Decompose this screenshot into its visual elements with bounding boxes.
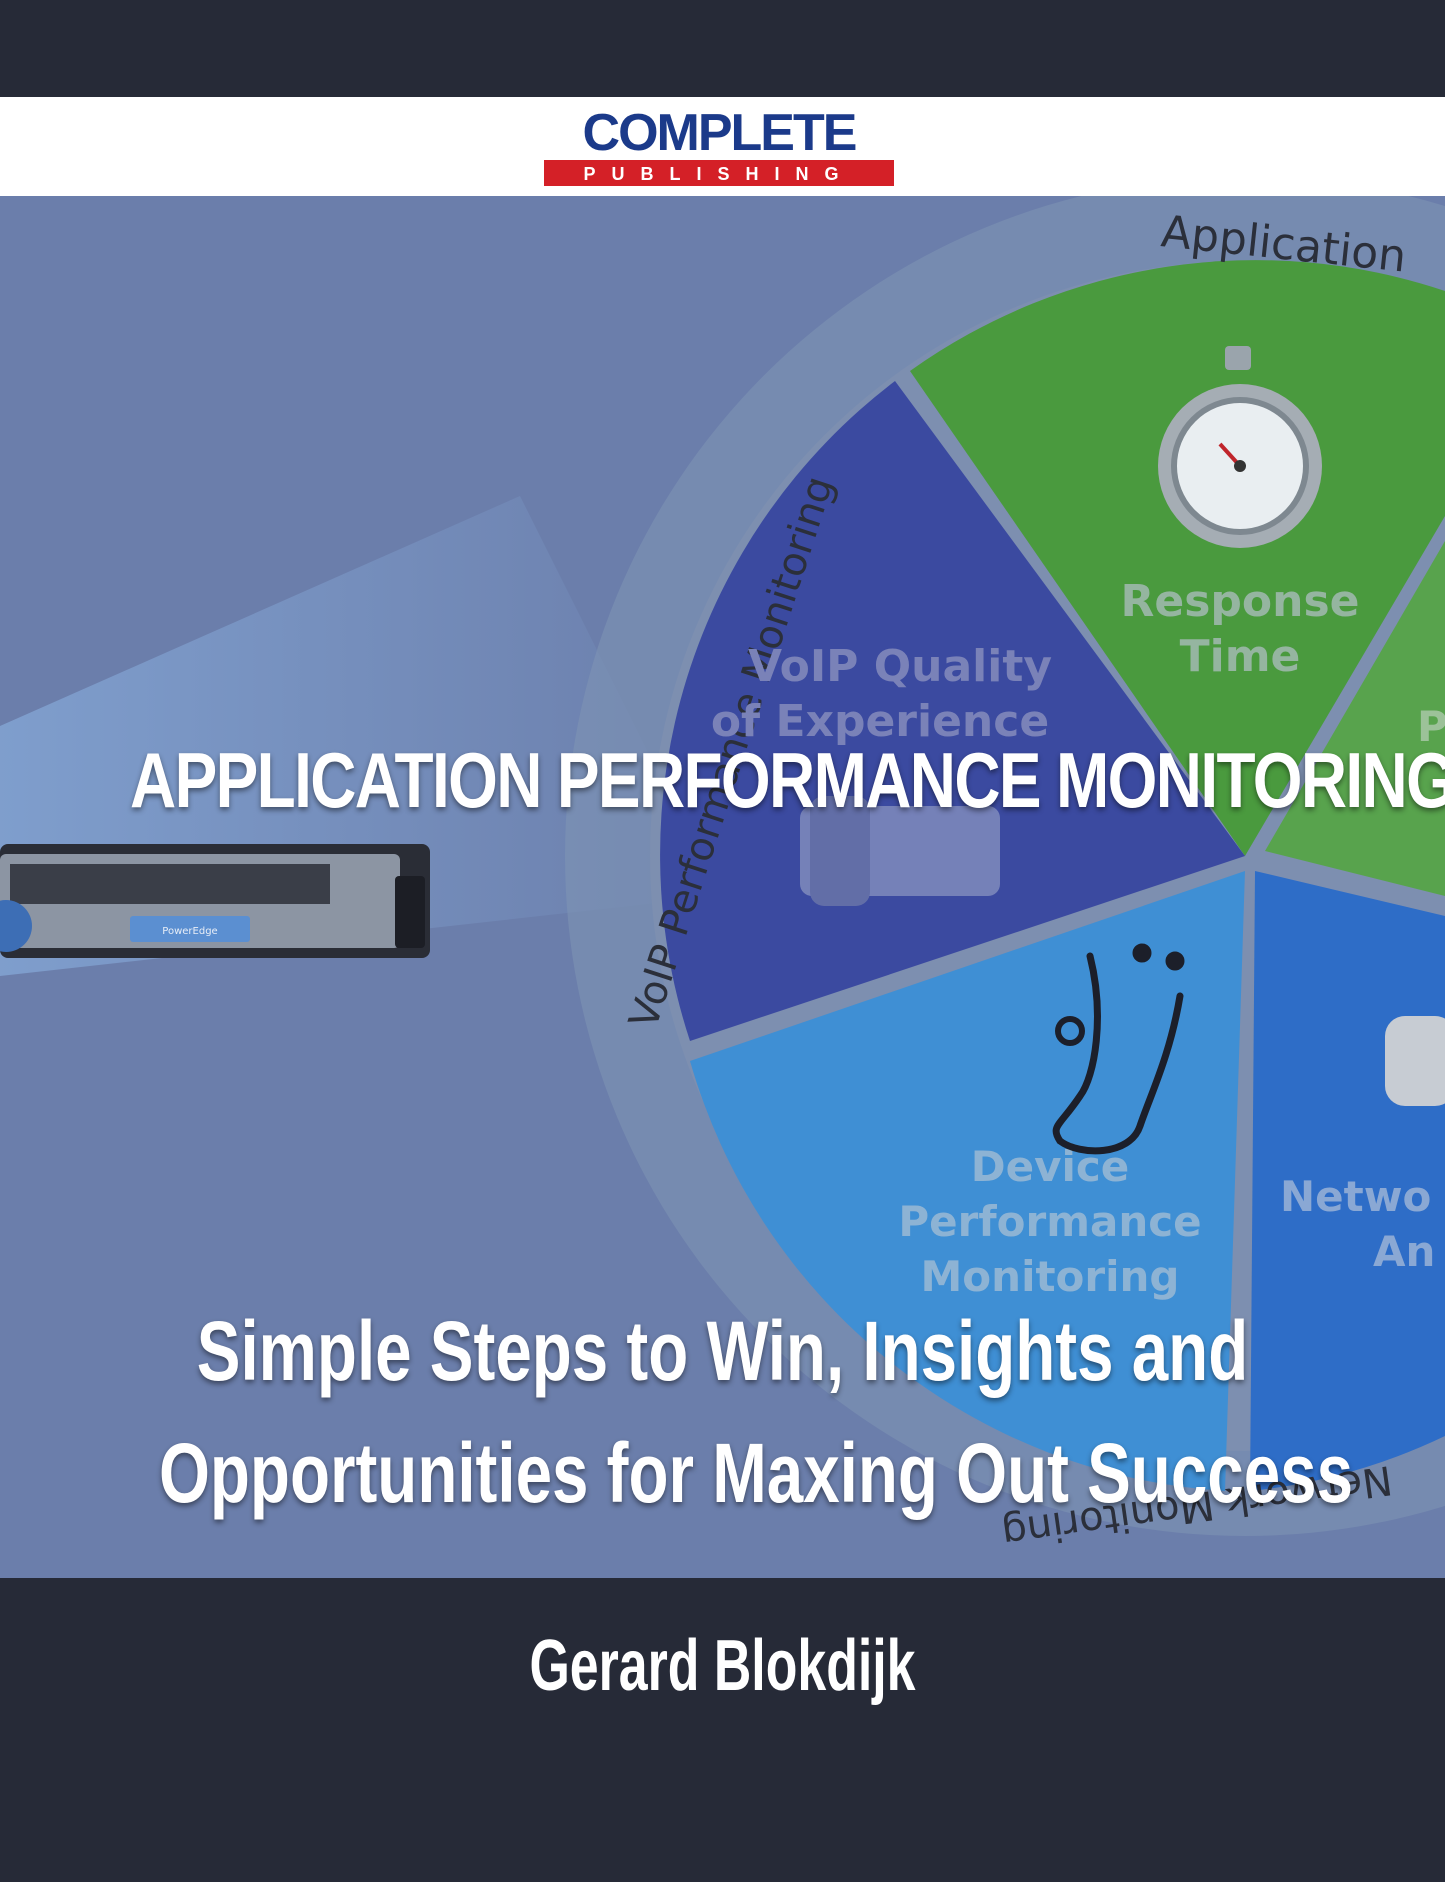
- publisher-logo: COMPLETE PUBLISHING: [544, 104, 894, 186]
- publisher-logo-sub: PUBLISHING: [583, 164, 854, 184]
- apm-wheel-diagram: Application VoIP Performance Monitoring …: [0, 196, 1445, 1556]
- segment-device-performance: [690, 871, 1245, 1491]
- server-unit: PowerEdge: [0, 844, 430, 958]
- segment-label-device-3: Monitoring: [921, 1252, 1180, 1301]
- stopwatch-icon: [1158, 346, 1322, 548]
- segment-performance: [1265, 541, 1445, 896]
- segment-label-voip-2: of Experience: [711, 696, 1049, 747]
- author-band: [0, 1578, 1445, 1882]
- segment-response-time: [910, 260, 1445, 857]
- book-subtitle-line-2: Opportunities for Maxing Out Success: [158, 1426, 1354, 1520]
- top-bar: [0, 0, 1445, 97]
- segment-label-voip-1: VoIP Quality: [748, 641, 1052, 692]
- segment-label-network-2: An: [1373, 1227, 1435, 1276]
- book-subtitle: Simple Steps to Win, Insights and Opport…: [158, 1290, 1354, 1534]
- book-title: APPLICATION PERFORMANCE MONITORING: [130, 736, 1445, 824]
- publisher-logo-stripe: [544, 160, 894, 186]
- network-icon: [1385, 1016, 1445, 1106]
- segment-label-performance-1: P: [1417, 702, 1445, 751]
- server-badge-label: PowerEdge: [162, 926, 217, 937]
- publisher-logo-main: COMPLETE: [583, 104, 856, 162]
- segment-label-response-2: Time: [1180, 631, 1301, 682]
- book-author: Gerard Blokdijk: [529, 1626, 916, 1706]
- segment-label-response-1: Response: [1121, 576, 1360, 627]
- segment-label-device-2: Performance: [898, 1197, 1201, 1246]
- desk-phone-icon: [800, 796, 1000, 906]
- stethoscope-icon: [1052, 943, 1185, 1155]
- book-subtitle-line-1: Simple Steps to Win, Insights and: [196, 1304, 1249, 1398]
- segment-label-network-1: Netwo: [1280, 1172, 1431, 1221]
- cover-illustration: Application VoIP Performance Monitoring …: [0, 196, 1445, 1578]
